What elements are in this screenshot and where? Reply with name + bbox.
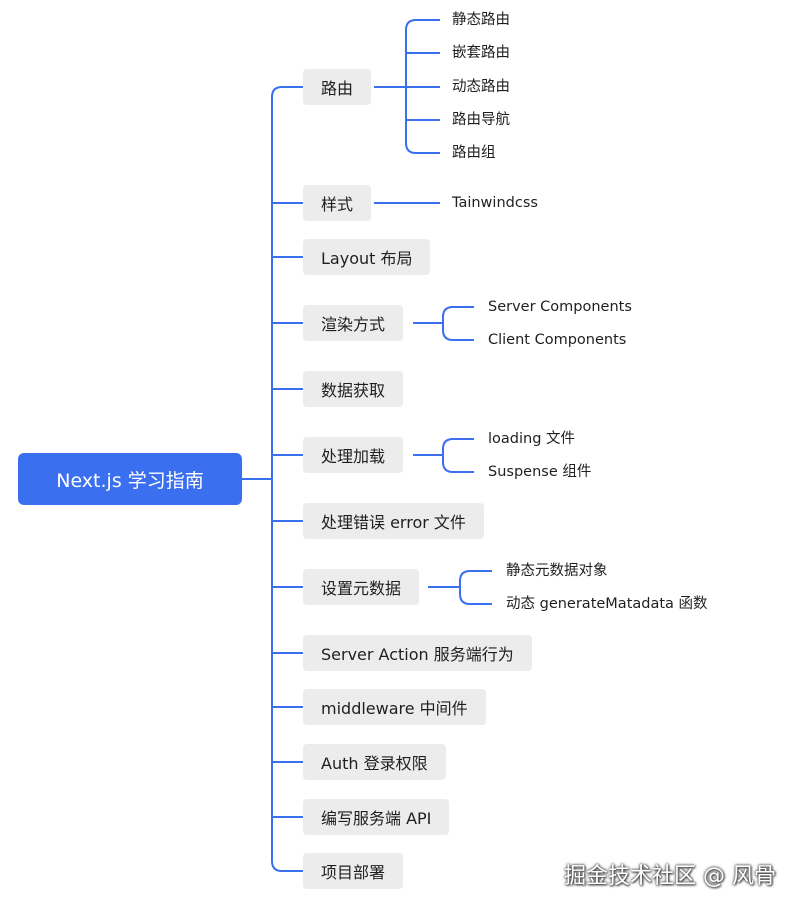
branch-label: 编写服务端 API — [321, 809, 432, 828]
leaf-node[interactable]: 路由导航 — [452, 112, 510, 128]
leaf-node[interactable]: 路由组 — [452, 145, 496, 161]
leaf-connector — [442, 461, 474, 473]
branch-label: 处理错误 error 文件 — [321, 513, 466, 532]
branch-label: 样式 — [321, 195, 354, 214]
leaf-connector — [405, 142, 440, 154]
branch-node-deploy[interactable]: 项目部署 — [303, 853, 404, 889]
leaf-connector — [405, 19, 440, 31]
leaf-connector — [459, 570, 492, 582]
branch-label: middleware 中间件 — [321, 699, 468, 718]
leaf-node[interactable]: 动态 generateMatadata 函数 — [506, 596, 708, 612]
leaf-node[interactable]: Tainwindcss — [452, 195, 538, 211]
branch-node-middleware[interactable]: middleware 中间件 — [303, 689, 486, 725]
leaf-connector — [442, 329, 474, 341]
leaf-node[interactable]: Server Components — [488, 299, 632, 315]
branch-label: Auth 登录权限 — [321, 754, 428, 773]
branch-node-styles[interactable]: 样式 — [303, 185, 372, 221]
branch-node-auth[interactable]: Auth 登录权限 — [303, 744, 446, 780]
branch-node-rendering[interactable]: 渲染方式 — [303, 305, 404, 341]
watermark-text: 掘金技术社区 @ 风骨 — [564, 864, 776, 889]
branch-connector — [271, 86, 303, 98]
root-node[interactable]: Next.js 学习指南 — [18, 453, 242, 505]
branch-label: 处理加载 — [321, 447, 386, 466]
leaf-node[interactable]: 动态路由 — [452, 79, 510, 95]
branch-node-metadata[interactable]: 设置元数据 — [303, 569, 420, 605]
leaf-node[interactable]: Client Components — [488, 332, 627, 348]
root-label: Next.js 学习指南 — [56, 469, 204, 492]
branch-connector — [271, 860, 303, 872]
branch-label: 项目部署 — [321, 863, 386, 882]
branch-node-layout[interactable]: Layout 布局 — [303, 239, 431, 275]
branch-label: 数据获取 — [321, 381, 386, 400]
leaf-connector — [459, 593, 492, 605]
leaf-node[interactable]: 静态元数据对象 — [506, 563, 608, 579]
branch-label: 路由 — [321, 79, 354, 98]
branch-node-routing[interactable]: 路由 — [303, 69, 372, 105]
branch-node-data-fetching[interactable]: 数据获取 — [303, 371, 404, 407]
leaf-node[interactable]: Suspense 组件 — [488, 464, 592, 480]
branch-node-loading[interactable]: 处理加载 — [303, 437, 404, 473]
leaf-node[interactable]: loading 文件 — [488, 431, 576, 447]
leaf-node[interactable]: 静态路由 — [452, 12, 510, 28]
branch-label: Server Action 服务端行为 — [321, 645, 514, 664]
branch-node-api[interactable]: 编写服务端 API — [303, 799, 450, 835]
leaf-connector — [442, 438, 474, 450]
branch-label: Layout 布局 — [321, 249, 413, 268]
branch-label: 设置元数据 — [321, 579, 402, 598]
branch-label: 渲染方式 — [321, 315, 386, 334]
branch-node-error[interactable]: 处理错误 error 文件 — [303, 503, 484, 539]
branch-node-server-action[interactable]: Server Action 服务端行为 — [303, 635, 532, 671]
leaf-connector — [442, 306, 474, 318]
leaf-node[interactable]: 嵌套路由 — [452, 45, 510, 61]
